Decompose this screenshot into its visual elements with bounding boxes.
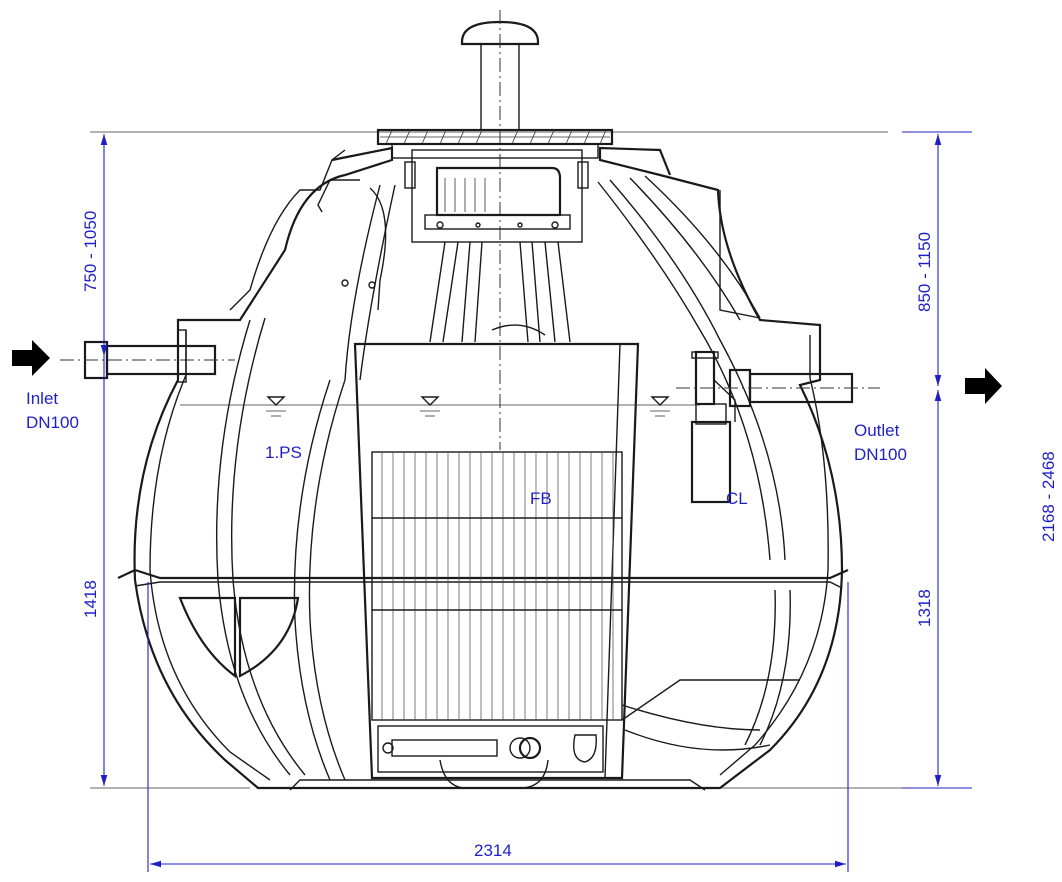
water-level-triangle-icon <box>420 396 440 417</box>
outlet-arrow-icon <box>965 368 1002 404</box>
dim-width: 2314 <box>474 841 512 860</box>
dim-left-top: 750 - 1050 <box>81 211 100 292</box>
water-level-triangle-icon <box>266 396 286 417</box>
baffle-fins <box>178 596 300 679</box>
bolt <box>341 279 349 287</box>
inlet-pipe <box>60 329 235 383</box>
bolt <box>368 281 376 289</box>
inlet-dn-label: DN100 <box>26 413 79 432</box>
manhole-cover <box>376 128 614 159</box>
clarifier-pipes <box>676 350 880 504</box>
fb-chamber <box>353 342 640 780</box>
chamber-cl-label: CL <box>726 489 748 508</box>
dim-right-bottom: 1318 <box>915 589 934 627</box>
outlet-dn-label: DN100 <box>854 445 907 464</box>
dimension-right <box>902 131 972 789</box>
dim-total-height: 2168 - 2468 <box>1039 451 1058 542</box>
inlet-label: Inlet <box>26 389 58 408</box>
dimension-width <box>147 582 849 872</box>
tank-body <box>117 146 849 791</box>
blower-unit <box>404 149 589 243</box>
chamber-fb-label: FB <box>530 489 552 508</box>
air-pipes <box>429 241 571 343</box>
vent-pipe <box>460 10 540 450</box>
water-level-triangle-icon <box>650 396 670 417</box>
chamber-1ps-label: 1.PS <box>265 443 302 462</box>
inlet-arrow-icon <box>12 340 50 376</box>
dim-left-bottom: 1418 <box>81 580 100 618</box>
filter-bed <box>371 451 623 721</box>
dim-right-top: 850 - 1150 <box>915 232 934 312</box>
outlet-label: Outlet <box>854 421 900 440</box>
